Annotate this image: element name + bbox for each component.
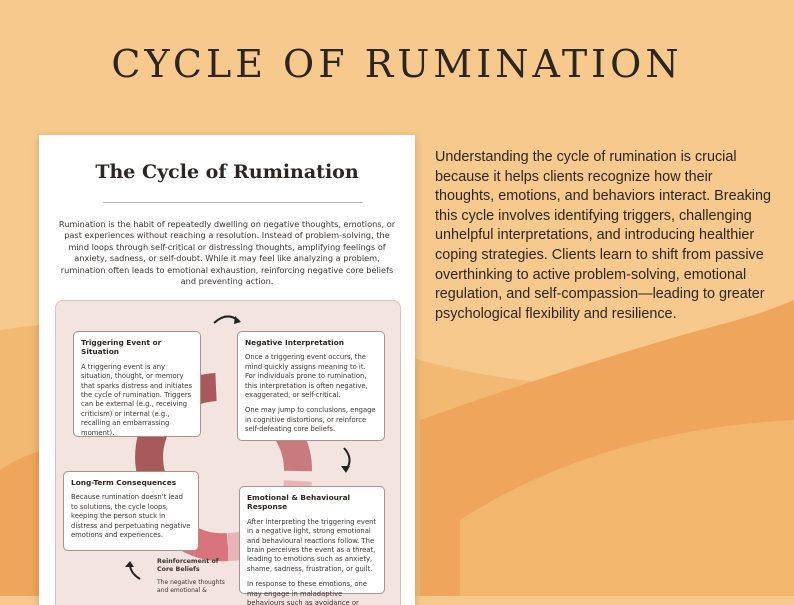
card-triggering-event: Triggering Event or Situation A triggeri…: [73, 331, 201, 437]
card-negative-interpretation: Negative Interpretation Once a triggerin…: [237, 331, 385, 441]
page-headline: CYCLE OF RUMINATION: [111, 42, 683, 86]
description-text: Understanding the cycle of rumination is…: [435, 149, 771, 322]
card-title: Triggering Event or Situation: [81, 338, 162, 357]
card-body: Once a triggering event occurs, the mind…: [245, 353, 368, 400]
title-divider: [103, 202, 363, 203]
card-body: In response to these emotions, one may e…: [247, 580, 368, 605]
reinforcement-core-beliefs: Reinforcement of Core Beliefs The negati…: [157, 558, 237, 595]
card-body: After interpreting the triggering event …: [247, 517, 377, 573]
worksheet-intro: Rumination is the habit of repeatedly dw…: [58, 219, 396, 287]
worksheet-preview: The Cycle of Rumination Rumination is th…: [39, 135, 415, 605]
worksheet-title: The Cycle of Rumination: [95, 161, 359, 183]
card-title: Long-Term Consequences: [71, 478, 177, 487]
card-body: A triggering event is any situation, tho…: [81, 362, 193, 437]
reinforcement-body: The negative thoughts and emotional &: [157, 579, 225, 594]
card-long-term-consequences: Long-Term Consequences Because ruminatio…: [63, 471, 199, 551]
card-emotional-behavioural-response: Emotional & Behavioural Response After i…: [239, 486, 385, 605]
arrow-top-icon: [213, 315, 241, 324]
reinforcement-title: Reinforcement of Core Beliefs: [157, 558, 219, 573]
cycle-diagram-panel: Triggering Event or Situation A triggeri…: [55, 300, 401, 605]
arrow-left-icon: [125, 561, 141, 580]
card-body: One may jump to conclusions, engage in c…: [245, 406, 376, 434]
card-title: Negative Interpretation: [245, 338, 345, 347]
arrow-right-icon: [341, 447, 351, 473]
card-title: Emotional & Behavioural Response: [247, 493, 351, 512]
card-body: Because rumination doesn't lead to solut…: [71, 493, 191, 540]
